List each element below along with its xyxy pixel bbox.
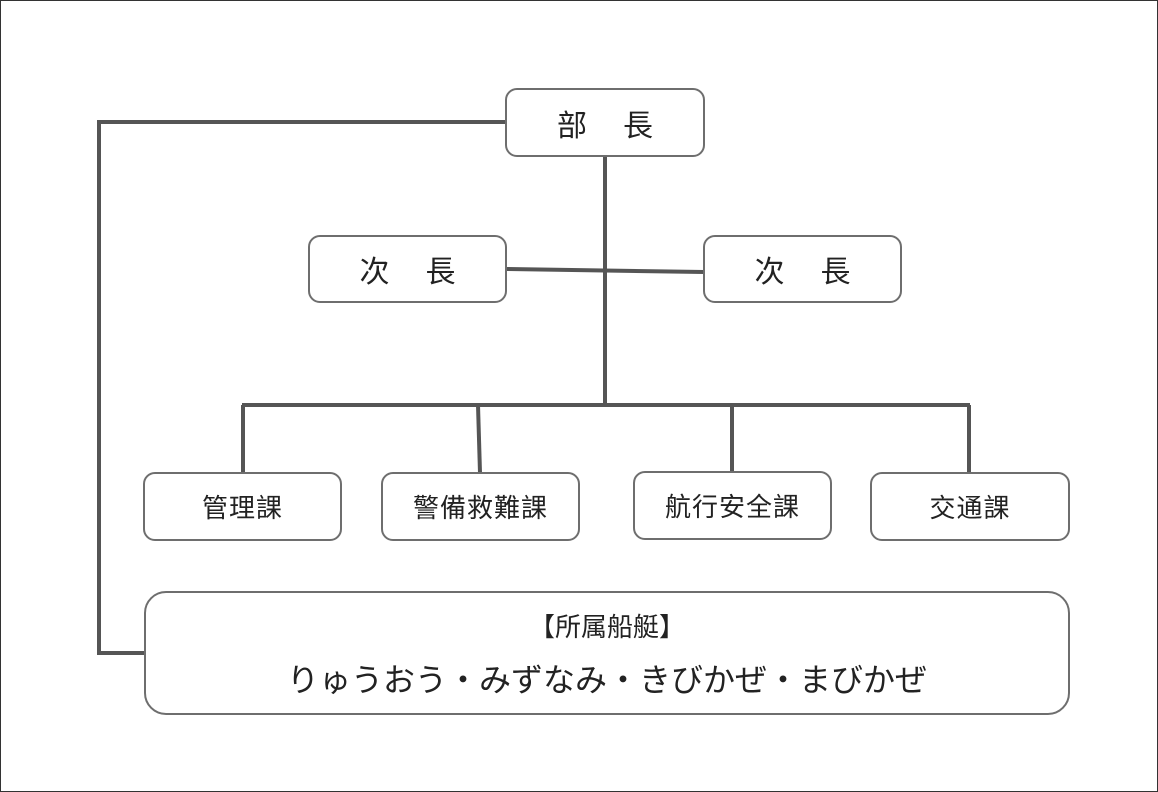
section-label: 航行安全課 (664, 493, 800, 523)
section-box-kanri: 管理課 (143, 472, 342, 541)
section-box-koko-anzen: 航行安全課 (633, 471, 832, 540)
deputy-connector (506, 267, 705, 274)
section-label: 警備救難課 (412, 494, 548, 524)
vessel-names: りゅうおう・みずなみ・きびかぜ・まびかぜ (286, 661, 927, 699)
vessels-box: 【所属船艇】 りゅうおう・みずなみ・きびかぜ・まびかぜ (144, 591, 1070, 715)
chief-label: 部長 (557, 108, 689, 144)
chief-box: 部長 (505, 88, 705, 157)
section-box-kotsu: 交通課 (870, 472, 1070, 541)
vessels-heading: 【所属船艇】 (528, 613, 685, 643)
section-label: 交通課 (929, 494, 1011, 524)
deputy-label: 次長 (754, 255, 887, 290)
deputy-box-left: 次長 (308, 235, 507, 303)
drop-line-keibi (476, 404, 482, 474)
section-box-keibi-kyunan: 警備救難課 (381, 472, 580, 541)
deputy-box-right: 次長 (703, 235, 902, 303)
deputy-label: 次長 (359, 255, 492, 290)
vessel-link-line (97, 120, 507, 655)
section-label: 管理課 (201, 494, 283, 524)
